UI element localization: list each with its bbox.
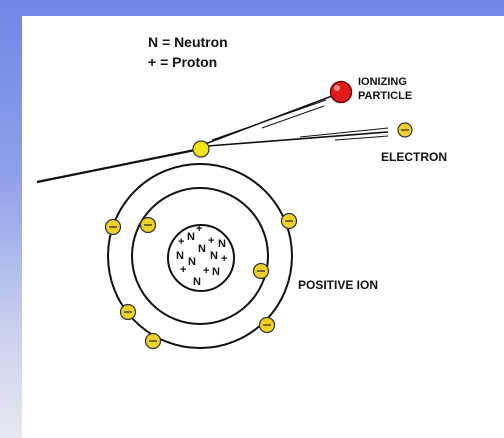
proton: +: [180, 264, 186, 276]
proton: +: [221, 253, 227, 265]
label-electron: ELECTRON: [381, 150, 447, 164]
neutron: N: [198, 243, 206, 255]
electron-track: [207, 131, 389, 147]
proton: +: [208, 235, 214, 247]
outer-orbit: [107, 163, 293, 349]
electron-icon: [280, 212, 298, 230]
electron-icon: [139, 216, 157, 234]
neutron: N: [187, 231, 195, 243]
neutron: N: [212, 266, 220, 278]
proton: +: [203, 265, 209, 277]
label-positive-ion: POSITIVE ION: [298, 278, 378, 292]
neutron: N: [210, 250, 218, 262]
neutron: N: [176, 250, 184, 262]
legend-neutron: N = Neutron: [148, 34, 228, 50]
diagram-panel: [22, 16, 504, 438]
particle-highlight: [334, 85, 340, 91]
electron-icon: [119, 303, 137, 321]
nucleus: [167, 224, 235, 292]
neutron: N: [188, 256, 196, 268]
label-particle: PARTICLE: [358, 90, 412, 102]
particle-track-trail: [261, 105, 325, 129]
electron-icon: [144, 332, 162, 350]
electron-icon: [258, 316, 276, 334]
incoming-track: [36, 147, 201, 184]
label-ionizing: IONIZING: [358, 76, 407, 88]
nucleus-particles: N + + + N N N N + N + + N N: [176, 223, 227, 288]
proton: +: [178, 236, 184, 248]
inner-orbit: [131, 187, 269, 325]
ionizing-particle-icon: [329, 80, 353, 104]
electron-track-trail: [334, 135, 389, 141]
electron-icon: [104, 218, 122, 236]
electron-icon: [252, 262, 270, 280]
struck-electron-icon: [192, 140, 210, 158]
legend-proton: + = Proton: [148, 54, 217, 70]
neutron: N: [193, 276, 201, 288]
particle-track-shadow: [211, 99, 327, 141]
neutron: N: [218, 238, 226, 250]
orbital-electrons: [104, 212, 298, 350]
electron-track-shadow: [299, 127, 389, 138]
proton: +: [196, 223, 202, 235]
